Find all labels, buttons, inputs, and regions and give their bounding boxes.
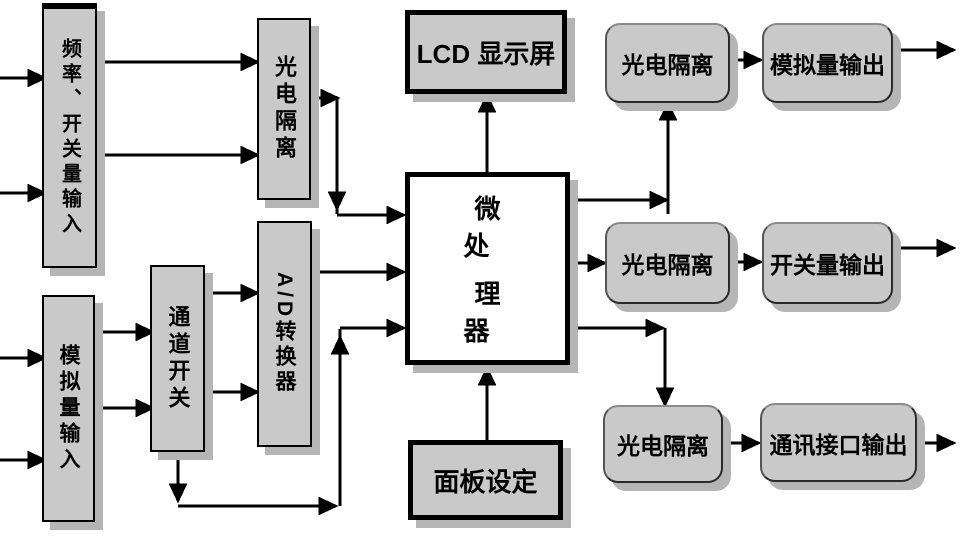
block-photo-iso-bottom: 光电隔离 [603,405,723,483]
arrowhead-right [135,322,156,342]
block-photo-iso-top: 光电隔离 [605,23,730,103]
connector-freq-to-iso-2 [97,145,261,165]
connector-mcu-to-iso-mid [570,253,608,273]
arrowhead-right [936,238,957,258]
microprocessor-label-line2: 理 器 [463,279,571,347]
connector-freq-to-iso-1 [97,52,261,72]
arrowhead-down [168,483,188,504]
arrowhead-right [240,145,261,165]
connector-ext-input-3 [0,348,48,368]
arrowhead-right [27,348,48,368]
connector-switch-out-ext [893,238,957,258]
arrowhead-right [649,190,670,210]
block-freq-switch-input: 频率、开关量输入 [42,3,97,268]
arrowhead-right [743,252,764,272]
arrowhead-right [320,88,341,108]
connector-panel-to-mcu [477,365,497,440]
arrowhead-right [27,183,48,203]
block-analog-output: 模拟量输出 [762,23,893,103]
block-panel-setting: 面板设定 [408,440,563,520]
block-comm-output: 通讯接口输出 [760,403,917,482]
connector-channel-to-ad-2 [205,382,261,402]
arrowhead-right [386,205,407,225]
arrowhead-right [240,283,261,303]
arrowhead-right [240,52,261,72]
arrowhead-right [743,50,764,70]
connector-ext-input-4 [0,450,48,470]
arrowhead-right [587,253,608,273]
connector-iso-to-analog-out [730,50,764,70]
block-microprocessor: 微 处 理 器 [405,172,570,365]
arrowhead-right [386,262,407,282]
arrowhead-down [655,387,675,408]
connector-mcu-to-iso-bottom [570,318,675,408]
connector-mcu-to-iso-top [570,100,678,214]
block-switch-output: 开关量输出 [762,222,893,304]
arrowhead-right [240,382,261,402]
arrowhead-right [936,40,957,60]
connector-ad-to-mcu [312,262,407,282]
arrowhead-right [318,496,339,516]
connector-ext-input-2 [0,183,48,203]
arrowhead-up [477,92,497,113]
arrowhead-right [741,433,762,453]
microprocessor-label-line1: 微 处 [463,193,571,261]
connector-ext-input-1 [0,68,48,88]
block-analog-input: 模拟量输入 [42,295,95,522]
connector-iso-to-switch-out [730,252,764,272]
connector-analog-to-channel-2 [95,398,156,418]
block-lcd-display: LCD 显示屏 [405,10,567,94]
arrowhead-right [936,433,957,453]
connector-iso-to-mcu [311,88,407,225]
arrowhead-up [658,100,678,121]
connector-channel-to-ad-1 [205,283,261,303]
arrowhead-right [135,398,156,418]
connector-comm-out-ext [917,433,957,453]
arrowhead-up [330,334,350,355]
connector-analog-out-ext [893,40,957,60]
arrowhead-right [645,318,666,338]
connector-channel-bypass-to-mcu [168,318,407,516]
arrowhead-up [477,365,497,386]
block-photo-iso-mid: 光电隔离 [605,222,730,304]
arrowhead-right [27,68,48,88]
connector-analog-to-channel-1 [95,322,156,342]
connector-iso-to-comm-out [723,433,762,453]
block-ad-converter: A/D转换器 [257,221,312,447]
block-channel-switch: 通道开关 [150,265,205,452]
connector-mcu-to-lcd [477,92,497,172]
arrowhead-right [386,318,407,338]
arrowhead-down [327,191,347,212]
block-photo-iso-left: 光电隔离 [257,18,311,200]
arrowhead-right [27,450,48,470]
